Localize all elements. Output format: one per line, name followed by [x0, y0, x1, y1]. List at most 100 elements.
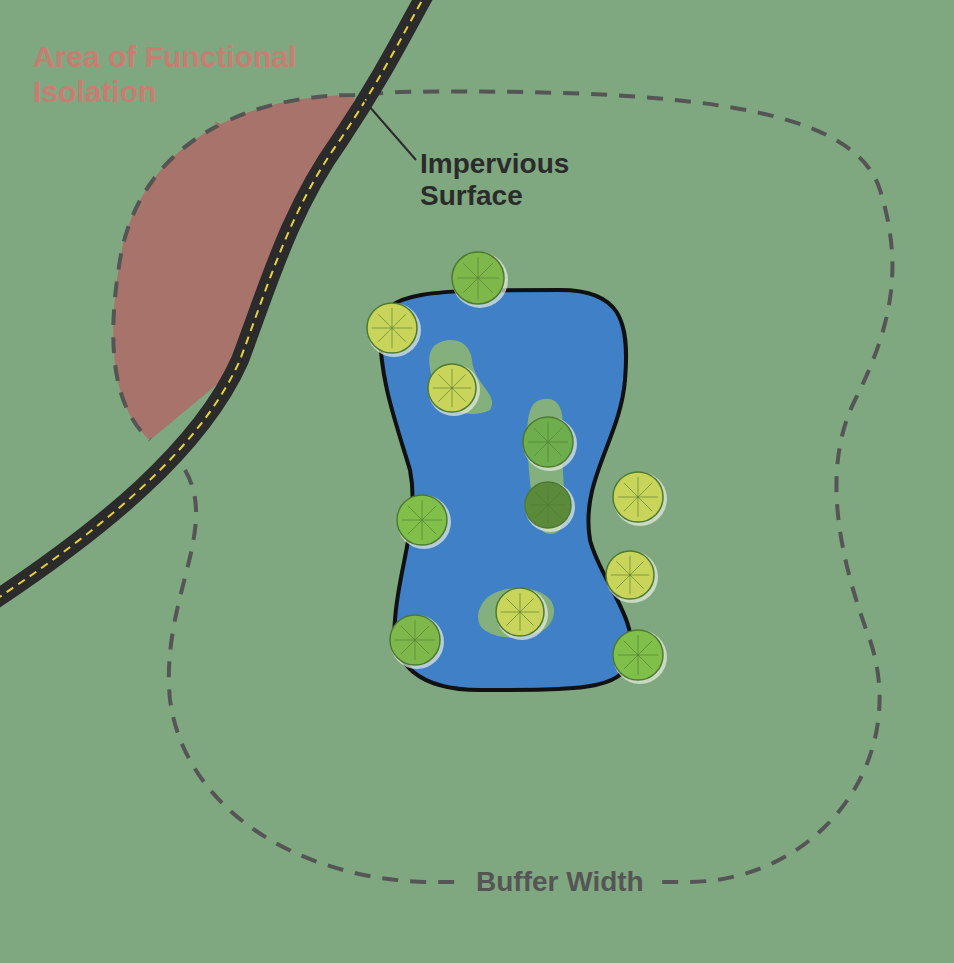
surface-label: Impervious Surface: [420, 148, 640, 212]
tree-branch: [392, 328, 406, 342]
tree: [367, 303, 421, 357]
tree-branch: [535, 505, 548, 518]
tree-branch: [422, 520, 423, 540]
tree-crown: [496, 588, 544, 636]
tree-branch: [520, 598, 534, 612]
trees: [367, 252, 667, 684]
tree: [428, 364, 480, 416]
tree-crown: [397, 495, 447, 545]
tree-branch: [438, 388, 452, 402]
area-label: Area of Functional Isolation: [33, 40, 363, 109]
leader-line: [362, 98, 416, 160]
tree-branch: [433, 388, 452, 389]
tree-halo: [452, 252, 508, 308]
tree-branch: [528, 442, 548, 443]
tree-branch: [415, 640, 429, 654]
tree-crown: [367, 303, 417, 353]
tree-branch: [611, 575, 630, 576]
tree-branch: [624, 641, 638, 655]
tree-branch: [534, 428, 548, 442]
road-centerline: [0, 0, 425, 600]
tree-branch: [548, 492, 561, 505]
tree-branch: [616, 575, 630, 589]
tree-branch: [463, 278, 478, 293]
tree-branch: [548, 442, 568, 443]
tree-branch: [395, 640, 415, 641]
tree-branch: [548, 487, 549, 505]
buffer-label: Buffer Width: [466, 866, 654, 898]
tree-branch: [638, 641, 652, 655]
buffer-boundary: [113, 92, 892, 882]
tree-branch: [520, 612, 521, 631]
tree-branch: [624, 655, 638, 669]
tree-branch: [638, 635, 639, 655]
tree-branch: [618, 497, 638, 498]
tree-branch: [392, 308, 393, 328]
tree-branch: [422, 500, 423, 520]
tree-crown: [613, 630, 663, 680]
tree-branch: [422, 520, 442, 521]
tree-branch: [392, 328, 393, 348]
tree-crown: [390, 615, 440, 665]
tree-branch: [457, 278, 478, 279]
tree-crown: [428, 364, 476, 412]
tree-branch: [452, 374, 466, 388]
tree-branch: [548, 505, 566, 506]
tree-branch: [638, 655, 639, 675]
tree-branch: [478, 278, 493, 293]
tree-crown: [613, 472, 663, 522]
tree-branch: [422, 506, 436, 520]
tree-branch: [638, 477, 639, 497]
tree-branch: [378, 314, 392, 328]
tree: [452, 252, 508, 308]
tree-branch: [630, 575, 644, 589]
tree-branch: [638, 655, 652, 669]
road: [0, 0, 425, 600]
tree: [397, 495, 451, 549]
tree-branch: [378, 328, 392, 342]
tree-branch: [408, 506, 422, 520]
tree-branch: [452, 388, 453, 407]
tree-branch: [520, 593, 521, 612]
tree-branch: [630, 575, 649, 576]
tree-branch: [392, 328, 412, 329]
tree-branch: [618, 655, 638, 656]
tree-halo: [390, 615, 444, 669]
tree-branch: [478, 263, 493, 278]
tree-branch: [624, 483, 638, 497]
tree-halo: [525, 482, 575, 532]
tree-branch: [452, 369, 453, 388]
tree-halo: [428, 364, 480, 416]
tree-branch: [408, 520, 422, 534]
tree-halo: [606, 551, 658, 603]
tree-branch: [415, 626, 429, 640]
tree-branch: [438, 374, 452, 388]
tree-branch: [638, 483, 652, 497]
tree-branch: [630, 575, 631, 594]
tree-branch: [638, 655, 658, 656]
tree-crown: [523, 417, 573, 467]
tree: [613, 472, 667, 526]
tree-branch: [616, 561, 630, 575]
tree-halo: [397, 495, 451, 549]
tree-branch: [520, 612, 539, 613]
tree-branch: [506, 598, 520, 612]
tree-branch: [401, 640, 415, 654]
tree: [496, 588, 548, 640]
tree-branch: [501, 612, 520, 613]
tree-branch: [534, 442, 548, 456]
tree: [613, 630, 667, 684]
tree-halo: [496, 588, 548, 640]
tree-branch: [452, 388, 471, 389]
tree-branch: [548, 428, 562, 442]
tree-branch: [415, 640, 416, 660]
tree-branch: [372, 328, 392, 329]
tree-branch: [548, 422, 549, 442]
tree-branch: [630, 556, 631, 575]
tree-halo: [523, 417, 577, 471]
tree-branch: [478, 278, 479, 299]
tree-branch: [520, 612, 534, 626]
tree-branch: [548, 505, 549, 523]
